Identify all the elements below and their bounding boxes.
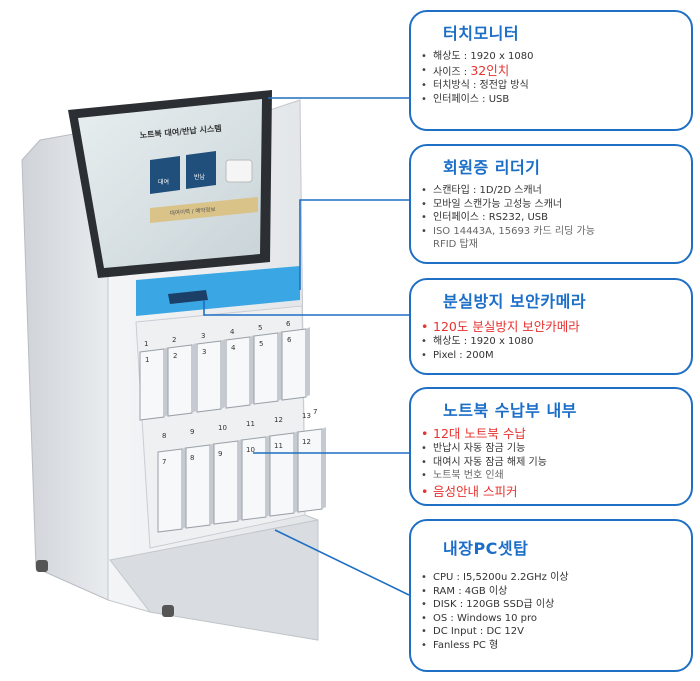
- locker-door: [196, 340, 222, 413]
- spec-item: DISK : 120GB SSD급 이상: [411, 598, 691, 612]
- spec-item: 120도 분실방지 보안카메라: [411, 318, 691, 335]
- door-number: 4: [231, 344, 236, 352]
- spec-item: 인터페이스 : RS232, USB: [411, 211, 691, 225]
- slot-side-number: 7: [313, 408, 317, 416]
- locker-door: [253, 332, 279, 405]
- locker-door: [281, 328, 307, 401]
- locker-door-edge: [164, 347, 168, 417]
- door-number: 9: [218, 450, 222, 458]
- callout-list: CPU : I5,5200u 2.2GHz 이상 RAM : 4GB 이상 DI…: [411, 571, 691, 652]
- spec-item: 12대 노트북 수납: [411, 425, 691, 442]
- spec-highlight: 32인치: [470, 62, 510, 78]
- locker-door: [167, 344, 193, 417]
- locker-door-edge: [322, 427, 326, 509]
- locker-door-edge: [210, 443, 214, 525]
- slot-top-number: 5: [258, 324, 262, 332]
- door-number: 7: [162, 458, 166, 466]
- callout-laptop-storage: 노트북 수납부 내부 12대 노트북 수납 반납시 자동 잠금 기능 대여시 자…: [409, 387, 693, 506]
- door-number: 3: [202, 348, 206, 356]
- spec-item: DC Input : DC 12V: [411, 625, 691, 639]
- spec-item: 인터페이스 : USB: [411, 93, 691, 107]
- door-number: 8: [190, 454, 194, 462]
- screen-rent-label: 대여: [158, 178, 169, 186]
- screen-printer-illus: [225, 159, 253, 183]
- locker-door-edge: [250, 335, 254, 405]
- spec-item: CPU : I5,5200u 2.2GHz 이상: [411, 571, 691, 585]
- spec-item: Fanless PC 형: [411, 639, 691, 653]
- spec-item: 스캔타입 : 1D/2D 스캐너: [411, 184, 691, 198]
- screen-status-bar: [150, 197, 258, 223]
- locker-door-edge: [238, 439, 242, 521]
- locker-door-edge: [278, 331, 282, 401]
- slot-top-number: 1: [144, 340, 148, 348]
- spec-item: 반납시 자동 잠금 기능: [411, 442, 691, 456]
- spec-item: 모바일 스캔가능 고성능 스캐너: [411, 198, 691, 212]
- spec-item: 사이즈 : 32인치: [411, 62, 691, 80]
- slot-top-number: 4: [230, 328, 235, 336]
- callout-list: 120도 분실방지 보안카메라 해상도 : 1920 x 1080 Pixel …: [411, 318, 691, 362]
- locker-door-edge: [192, 343, 196, 413]
- callout-card-reader: 회원증 리더기 스캔타입 : 1D/2D 스캐너 모바일 스캔가능 고성능 스캐…: [409, 144, 693, 264]
- locker-door-edge: [182, 447, 186, 529]
- screen-rent-card: [150, 156, 180, 194]
- callout-title: 노트북 수납부 내부: [443, 401, 577, 420]
- slot-mid-number: 12: [274, 416, 283, 424]
- slot-top-number: 2: [172, 336, 176, 344]
- callout-list: 해상도 : 1920 x 1080 사이즈 : 32인치 터치방식 : 정전압 …: [411, 50, 691, 106]
- locker-door-edge: [221, 339, 225, 409]
- spec-item: 해상도 : 1920 x 1080: [411, 50, 691, 64]
- spec-item: 음성안내 스피커: [411, 483, 691, 500]
- door-number: 1: [145, 356, 149, 364]
- spec-item: OS : Windows 10 pro: [411, 612, 691, 626]
- card-reader-window: [136, 266, 300, 316]
- spec-item: ISO 14443A, 15693 카드 리딩 가능: [411, 225, 691, 239]
- door-number: 5: [259, 340, 263, 348]
- spec-item: 대여시 자동 잠금 해제 기능: [411, 456, 691, 470]
- callout-touch-monitor: 터치모니터 해상도 : 1920 x 1080 사이즈 : 32인치 터치방식 …: [409, 10, 693, 131]
- screen-return-card: [186, 151, 216, 189]
- callout-list: 스캔타입 : 1D/2D 스캐너 모바일 스캔가능 고성능 스캐너 인터페이스 …: [411, 184, 691, 252]
- caster-right: [162, 605, 174, 617]
- spec-item: 터치방식 : 정전압 방식: [411, 79, 691, 93]
- slot-mid-number: 13: [302, 412, 311, 420]
- slot-mid-number: 9: [190, 428, 194, 436]
- locker-door: [139, 348, 165, 421]
- callout-title: 터치모니터: [443, 24, 520, 43]
- locker-door: [225, 336, 251, 409]
- door-number: 2: [173, 352, 177, 360]
- door-number: 12: [302, 438, 311, 446]
- caster-left: [36, 560, 48, 572]
- screen-status-label: 대여이력 / 예약정보: [169, 205, 215, 217]
- spec-item: Pixel : 200M: [411, 349, 691, 363]
- connector-lines: [203, 97, 410, 596]
- connector-reader: [299, 199, 409, 290]
- spec-item: 해상도 : 1920 x 1080: [411, 335, 691, 349]
- callout-list: 12대 노트북 수납 반납시 자동 잠금 기능 대여시 자동 잠금 해제 기능 …: [411, 425, 691, 500]
- card-reader-slot: [168, 290, 208, 304]
- callout-builtin-pc: 내장PC셋탑 CPU : I5,5200u 2.2GHz 이상 RAM : 4G…: [409, 519, 693, 672]
- door-number: 6: [287, 336, 292, 344]
- slot-top-number: 6: [286, 320, 291, 328]
- callout-title: 내장PC셋탑: [443, 539, 529, 558]
- slot-mid-number: 8: [162, 432, 166, 440]
- slot-top-number: 3: [201, 332, 205, 340]
- spec-item: RAM : 4GB 이상: [411, 585, 691, 599]
- slot-mid-number: 11: [246, 420, 255, 428]
- spec-item: RFID 탑재: [433, 239, 478, 250]
- locker-door-edge: [306, 327, 310, 397]
- door-number: 11: [274, 442, 283, 450]
- spec-item: 노트북 번호 인쇄: [411, 469, 691, 483]
- connector-pc: [274, 529, 410, 596]
- slot-mid-number: 10: [218, 424, 227, 432]
- door-number: 10: [246, 446, 255, 454]
- locker-door-edge: [294, 431, 298, 513]
- callout-title: 회원증 리더기: [443, 158, 541, 177]
- callout-security-camera: 분실방지 보안카메라 120도 분실방지 보안카메라 해상도 : 1920 x …: [409, 278, 693, 375]
- callout-title: 분실방지 보안카메라: [443, 292, 587, 311]
- locker-door-edge: [266, 435, 270, 517]
- connector-camera: [203, 300, 409, 316]
- screen-return-label: 반납: [194, 173, 206, 181]
